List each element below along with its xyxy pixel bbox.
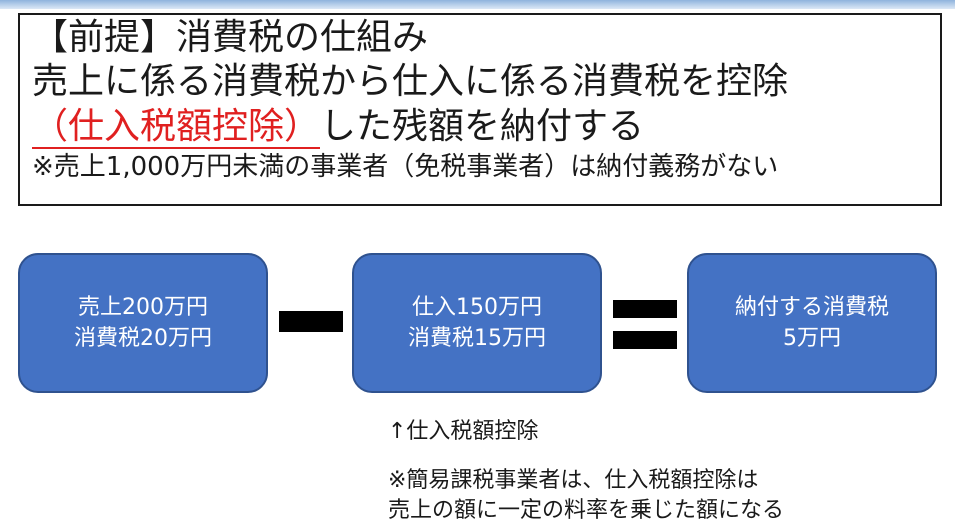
sales-tax: 消費税20万円	[74, 326, 212, 351]
equals-sign-top	[613, 300, 677, 318]
equals-sign-bottom	[613, 331, 677, 349]
premise-box: 【前提】消費税の仕組み 売上に係る消費税から仕入に係る消費税を控除 （仕入税額控…	[18, 13, 942, 206]
payment-label: 納付する消費税	[734, 295, 889, 320]
premise-footnote: ※売上1,000万円未満の事業者（免税事業者）は納付義務がない	[32, 152, 779, 182]
purchase-amount: 仕入150万円	[412, 295, 542, 320]
deduction-note: ↑仕入税額控除	[388, 419, 539, 444]
simplified-tax-note-continued: 売上の額に一定の料率を乗じた額になる	[388, 498, 785, 523]
purchase-tax: 消費税15万円	[408, 326, 546, 351]
input-tax-credit-highlight: （仕入税額控除）	[32, 106, 321, 149]
premise-description-continued: （仕入税額控除）した残額を納付する	[32, 106, 645, 149]
payment-amount: 5万円	[783, 326, 841, 351]
minus-sign	[279, 311, 343, 332]
sales-amount: 売上200万円	[78, 295, 208, 320]
premise-description: 売上に係る消費税から仕入に係る消費税を控除	[32, 61, 789, 102]
sales-box: 売上200万円 消費税20万円	[18, 253, 268, 393]
payment-box: 納付する消費税 5万円	[687, 253, 937, 393]
simplified-tax-note: ※簡易課税事業者は、仕入税額控除は	[388, 468, 759, 493]
premise-description-rest: した残額を納付する	[320, 106, 645, 147]
header-band	[0, 0, 955, 9]
purchase-box: 仕入150万円 消費税15万円	[352, 253, 602, 393]
premise-title: 【前提】消費税の仕組み	[32, 17, 429, 58]
